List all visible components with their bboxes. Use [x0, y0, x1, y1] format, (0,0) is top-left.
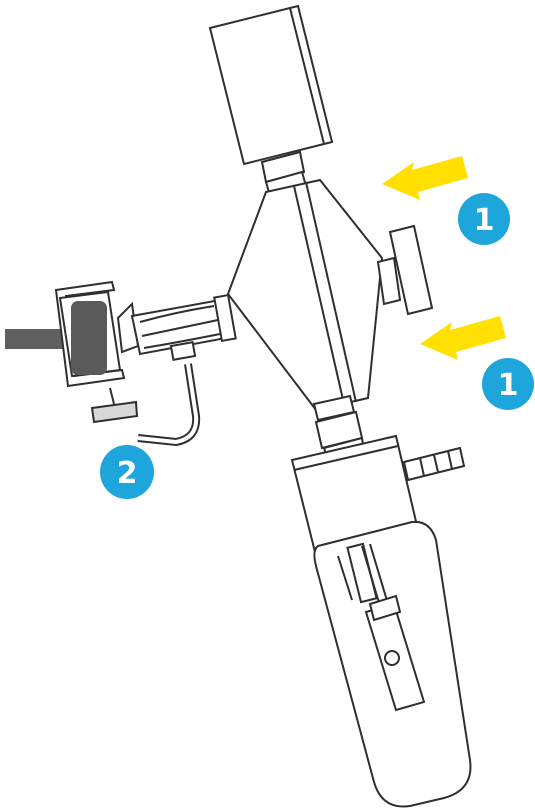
hex-nut — [169, 341, 197, 361]
yellow-arrow-icon — [420, 316, 506, 360]
collection-bottle — [313, 520, 472, 808]
tube-port-icon — [384, 650, 400, 666]
callout-label: 2 — [117, 456, 138, 491]
callout-label: 1 — [474, 203, 495, 238]
hose-barb-icon — [402, 446, 466, 482]
collector-cap — [290, 434, 466, 558]
clamp-grip-pad — [71, 301, 107, 375]
bent-tube — [137, 363, 201, 447]
side-connector — [130, 293, 237, 447]
callout-badge-1a: 1 — [458, 193, 510, 245]
adjustment-knob — [376, 224, 434, 316]
yellow-arrow-icon — [382, 156, 468, 200]
top-motor-housing — [208, 4, 334, 198]
sampler-body — [226, 178, 384, 412]
callout-badge-1b: 1 — [482, 358, 534, 410]
thumb-screw — [90, 400, 139, 424]
callout-badge-2: 2 — [100, 445, 154, 499]
clamp-assembly — [5, 280, 140, 424]
callout-label: 1 — [498, 368, 519, 403]
